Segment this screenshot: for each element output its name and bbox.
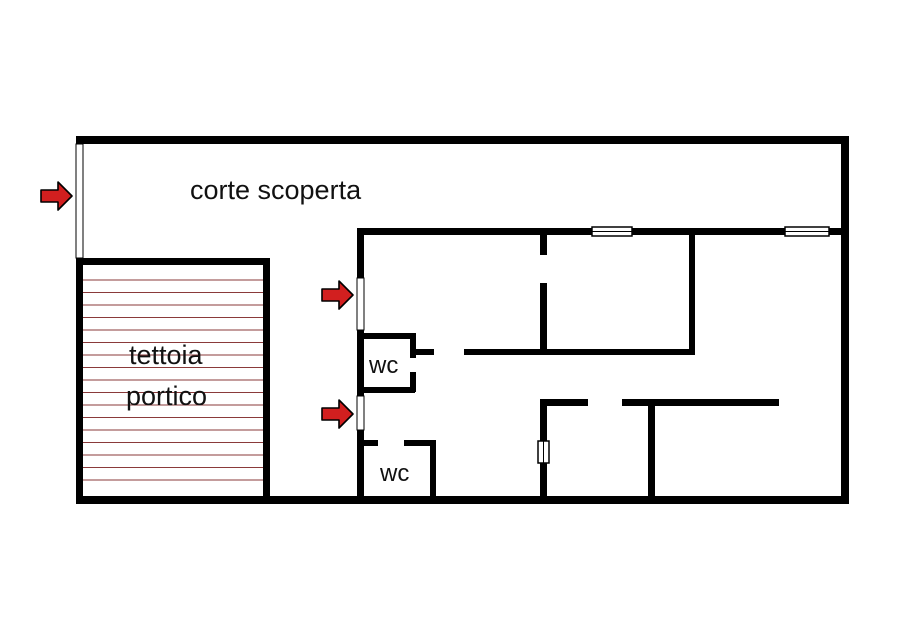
- outer-wall-left-lower: [76, 258, 83, 504]
- wc-lower-label: wc: [379, 460, 409, 487]
- wc-upper-wall-top: [357, 333, 415, 339]
- wc-upper-wall-right-a: [410, 333, 416, 358]
- room-wall-vertical-f: [648, 399, 655, 504]
- canopy-label-line1: tettoia: [129, 340, 204, 370]
- wc-upper-wall-stub: [410, 349, 434, 355]
- room-wall-vertical-b: [540, 283, 547, 355]
- room-wall-vertical-d: [540, 399, 547, 441]
- canopy-hatching: [83, 279, 263, 481]
- openings: [75, 143, 830, 464]
- courtyard-gate: [75, 143, 84, 259]
- right-arrow-icon: [321, 399, 354, 429]
- building-wall-left-c: [357, 430, 364, 504]
- window-icon: [537, 440, 550, 464]
- building-wall-left-b: [357, 330, 364, 396]
- right-arrow-icon: [40, 181, 73, 211]
- building-wall-left-a: [357, 228, 364, 278]
- canopy-wall-top: [76, 258, 270, 265]
- right-arrow-icon: [321, 280, 354, 310]
- window-icon: [591, 226, 633, 237]
- wc-lower-wall-top-b: [404, 440, 436, 446]
- wc-lower-wall-right: [430, 440, 436, 504]
- courtyard-label: corte scoperta: [190, 175, 362, 205]
- entrance-door-lower: [356, 395, 365, 431]
- wc-upper-label: wc: [368, 352, 398, 379]
- outer-wall-top: [76, 136, 849, 144]
- room-wall-vertical-a: [540, 235, 547, 255]
- outer-wall-bottom: [76, 496, 849, 504]
- outer-wall-right: [841, 136, 849, 504]
- window-icon: [784, 226, 830, 237]
- wc-upper-wall-right-b: [410, 372, 416, 392]
- room-wall-vertical-e: [540, 463, 547, 504]
- wc-upper-wall-bottom: [357, 387, 415, 393]
- walls: [76, 136, 849, 504]
- corridor-wall-upper: [464, 349, 695, 355]
- corridor-wall-lower-b: [622, 399, 779, 406]
- wc-lower-wall-top-a: [364, 440, 378, 446]
- entrance-door-upper: [356, 277, 365, 331]
- corridor-wall-lower-a: [540, 399, 588, 406]
- entrance-arrows: [40, 181, 354, 429]
- canopy-label-line2: portico: [126, 381, 207, 411]
- canopy-wall-right: [263, 258, 270, 504]
- room-wall-vertical-c: [689, 235, 695, 355]
